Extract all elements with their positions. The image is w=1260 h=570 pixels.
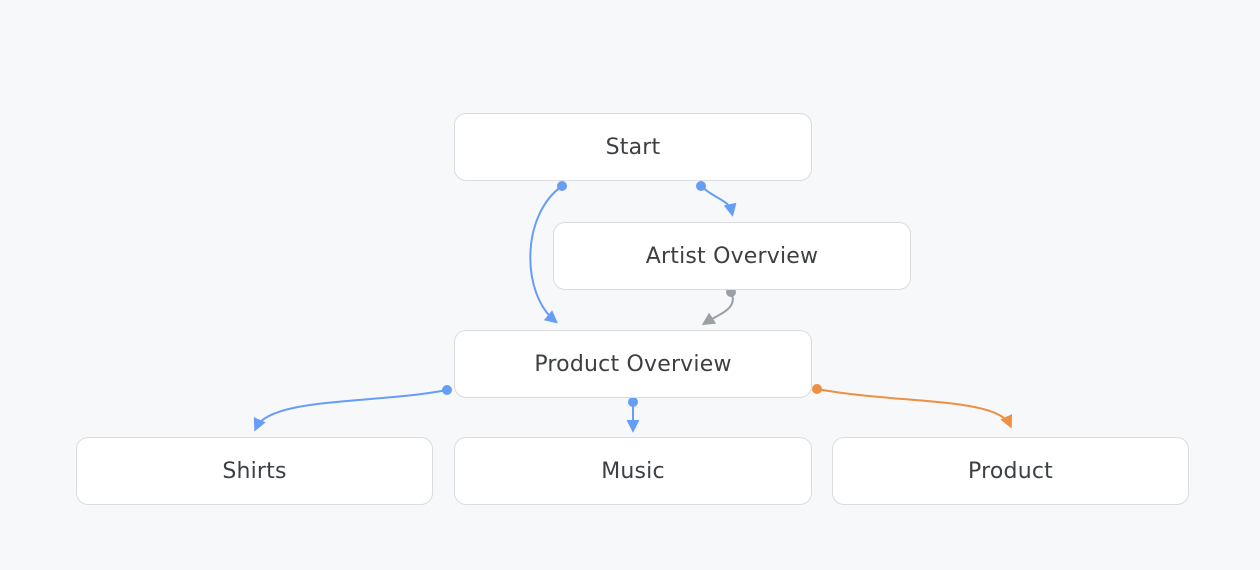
edge-product-overview-to-music: [626, 397, 640, 433]
node-music-label: Music: [601, 458, 665, 484]
node-product-overview-label: Product Overview: [534, 351, 732, 377]
edge-source-dot: [442, 385, 452, 395]
node-shirts-label: Shirts: [222, 458, 287, 484]
edge-product-overview-to-shirts: [253, 385, 452, 432]
edge-line: [701, 291, 734, 326]
node-shirts[interactable]: Shirts: [76, 437, 433, 505]
edge-source-dot: [696, 181, 706, 191]
edge-line: [816, 388, 1013, 429]
edge-line: [253, 389, 448, 432]
node-product-overview[interactable]: Product Overview: [454, 330, 812, 398]
edge-source-dot: [628, 397, 638, 407]
node-start[interactable]: Start: [454, 113, 812, 181]
edge-line: [700, 185, 737, 217]
node-start-label: Start: [605, 134, 661, 160]
node-product[interactable]: Product: [832, 437, 1189, 505]
edge-start-to-artist-overview: [696, 181, 737, 217]
edge-product-overview-to-product: [812, 384, 1013, 429]
node-artist-overview-label: Artist Overview: [645, 243, 819, 269]
node-artist-overview[interactable]: Artist Overview: [553, 222, 911, 290]
node-product-label: Product: [968, 458, 1053, 484]
node-music[interactable]: Music: [454, 437, 812, 505]
edge-source-dot: [557, 181, 567, 191]
edge-artist-overview-to-product-overview: [701, 287, 736, 326]
edge-source-dot: [812, 384, 822, 394]
